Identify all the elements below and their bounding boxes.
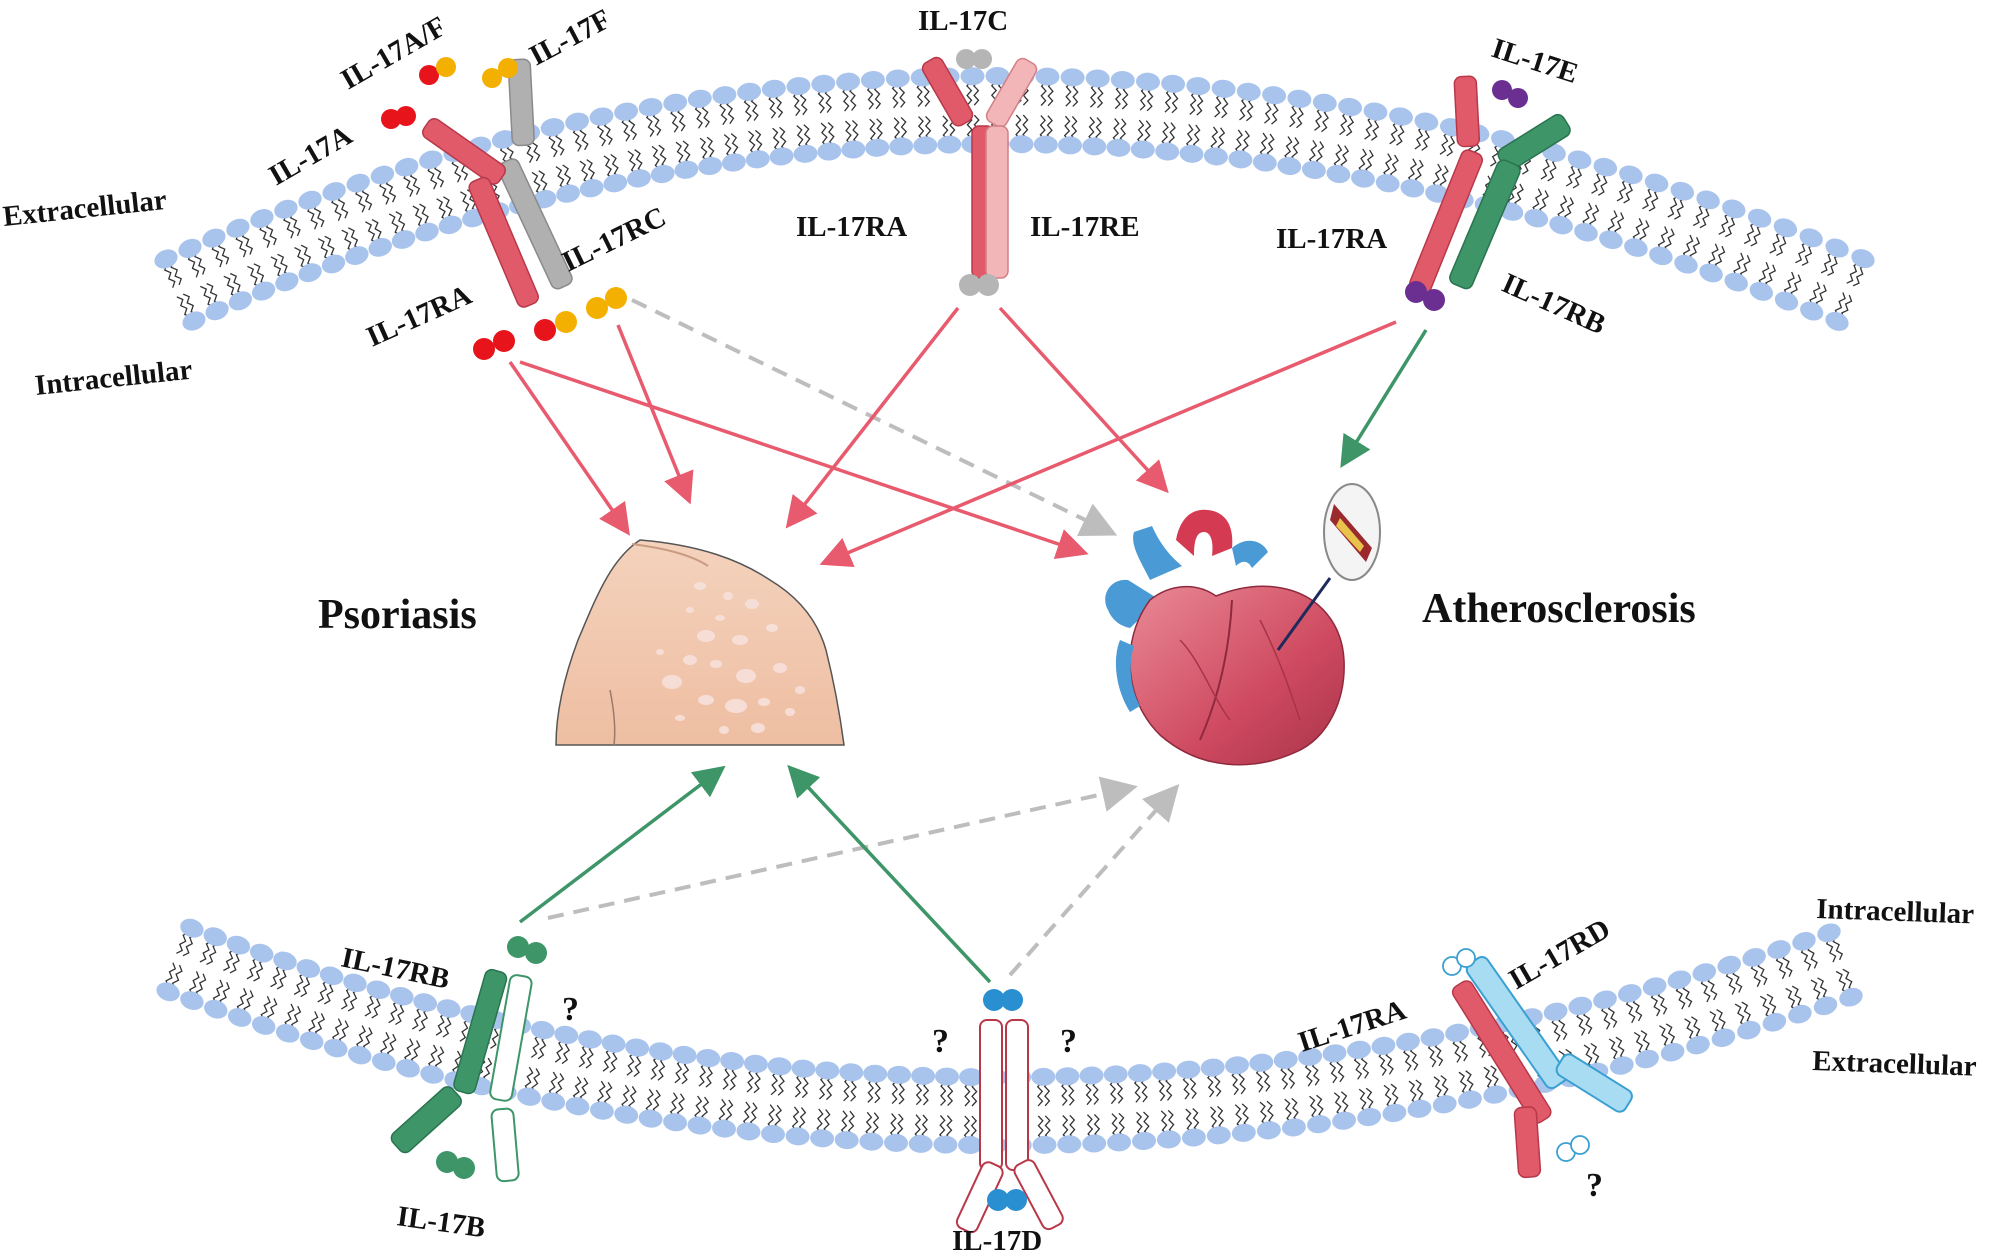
arrow-il17f-to-psoriasis: [616, 324, 694, 505]
unknown-receptor-right-arm: [1013, 1159, 1064, 1231]
psoriasis-plaques: [656, 582, 805, 734]
il17ra-il17rc-receptor-complex: [421, 58, 573, 308]
label-il17ra-top-left: IL-17RA: [362, 279, 477, 353]
arrow-il17b-to-atherosclerosis: [547, 776, 1138, 920]
label-bottom-intracellular: Intracellular: [1816, 893, 1975, 930]
bottom-cell-membrane: [156, 918, 1863, 1155]
il17rc-receptor: [507, 58, 535, 147]
unknown-ligand-intracellular: [1442, 948, 1476, 976]
il17rb-extracellular-domain: [390, 1086, 462, 1154]
psoriasis-skin-illustration: [555, 539, 845, 746]
arrow-il17d-to-psoriasis: [787, 764, 992, 984]
arrow-il17c-to-atherosclerosis: [998, 306, 1169, 494]
label-il17b: IL-17B: [395, 1200, 487, 1244]
intracellular-il17a-dimer: [473, 330, 515, 360]
label-unknown-bottom-middle-left: ?: [932, 1023, 949, 1060]
label-il17a: IL-17A: [264, 119, 358, 192]
label-unknown-bottom-left: ?: [562, 991, 579, 1028]
arrow-il17af-to-atherosclerosis: [631, 298, 1118, 536]
il17b-homodimer: [436, 1151, 475, 1179]
il17c-homodimer: [956, 49, 992, 69]
signaling-arrows: [508, 298, 1428, 984]
il17re-transmembrane: [985, 125, 1009, 279]
label-psoriasis: Psoriasis: [318, 592, 477, 638]
arrow-il17a-to-psoriasis: [508, 361, 630, 536]
label-il17c: IL-17C: [918, 5, 1008, 37]
label-unknown-bottom-right: ?: [1586, 1167, 1603, 1204]
label-il17rb-top-right: IL-17RB: [1497, 267, 1610, 341]
il17ra-il17rd-receptor-complex: [1451, 955, 1633, 1179]
label-il17rd: IL-17RD: [1504, 913, 1616, 996]
arrow-il17b-to-psoriasis: [518, 765, 726, 924]
intracellular-il17c-dimer: [959, 274, 999, 296]
il17f-homodimer: [482, 58, 518, 88]
il17ra-transmembrane: [1451, 980, 1552, 1124]
il17d-intracellular-dimer: [983, 989, 1023, 1011]
label-il17rc: IL-17RC: [557, 201, 671, 278]
intracellular-il17f-dimer: [586, 287, 627, 319]
arrow-il17c-to-psoriasis: [785, 306, 960, 529]
il17re-extracellular-domain: [985, 57, 1038, 128]
label-unknown-bottom-middle-right: ?: [1060, 1023, 1077, 1060]
arrow-il17e-to-atherosclerosis: [1340, 329, 1428, 468]
arrow-il17e-to-psoriasis: [819, 320, 1397, 568]
label-il17ra-top-right: IL-17RA: [1276, 223, 1387, 255]
label-top-intracellular: Intracellular: [33, 354, 193, 402]
label-atherosclerosis: Atherosclerosis: [1422, 586, 1696, 632]
label-top-extracellular: Extracellular: [1, 184, 168, 233]
il17e-homodimer: [1492, 80, 1528, 108]
atherosclerosis-heart-illustration: [1105, 483, 1381, 766]
il17ra-transmembrane: [468, 176, 539, 308]
intracellular-il17e-dimer: [1405, 281, 1445, 311]
il17rd-extracellular-domain: [1555, 1053, 1633, 1113]
unknown-receptor-right-chain: [1005, 1019, 1029, 1171]
label-il17f: IL-17F: [524, 3, 616, 72]
il17rb-transmembrane: [1449, 159, 1521, 290]
zoom-line: [1276, 577, 1332, 651]
unknown-partner-extracellular: [490, 1107, 520, 1183]
arrow-il17a-to-atherosclerosis: [519, 360, 1089, 560]
il17rb-transmembrane: [453, 968, 508, 1095]
il17rb-receptor-complex: [390, 968, 533, 1183]
unknown-ligand-extracellular: [1556, 1135, 1590, 1162]
label-il17re: IL-17RE: [1030, 211, 1140, 243]
il17ra-extracellular-domain: [1453, 75, 1481, 148]
il17af-heterodimer: [419, 57, 456, 85]
il17d-homodimer: [987, 1189, 1027, 1211]
il17ra-extracellular-domain: [921, 56, 974, 127]
label-il17d: IL-17D: [952, 1225, 1042, 1256]
il17ra-il17rb-receptor-complex: [1409, 75, 1571, 294]
unknown-receptor-left-chain: [979, 1019, 1003, 1171]
unknown-partner-transmembrane: [489, 974, 533, 1102]
il17ra-extracellular-domain: [1513, 1106, 1542, 1179]
intracellular-il17af-dimer: [534, 311, 577, 341]
il17a-homodimer: [381, 106, 416, 129]
il17ra-il17re-receptor-complex: [921, 56, 1038, 279]
label-il17ra-top-middle: IL-17RA: [796, 211, 907, 243]
il17rc-transmembrane: [497, 158, 573, 290]
il17b-intracellular-dimer: [507, 936, 547, 964]
arrow-il17d-to-atherosclerosis: [1008, 784, 1180, 977]
il17ra-extracellular-domain: [421, 117, 506, 185]
label-bottom-extracellular: Extracellular: [1812, 1045, 1977, 1083]
